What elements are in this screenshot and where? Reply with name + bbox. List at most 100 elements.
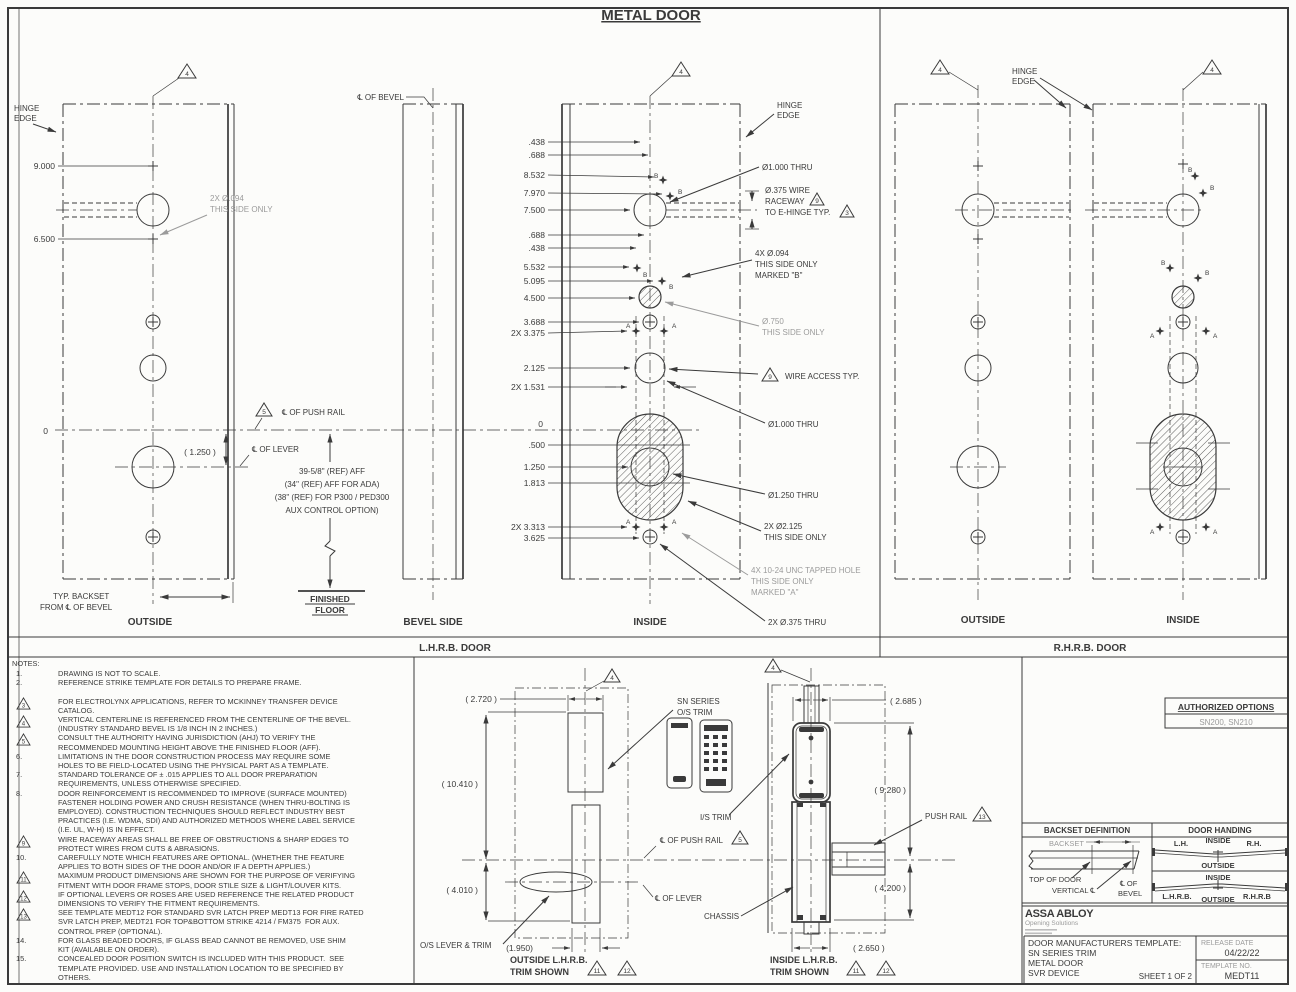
note-flag-icon: 9 xyxy=(16,834,31,847)
cl-of-bevel-label: ℄ OF BEVEL xyxy=(358,93,405,102)
note-text: STANDARD TOLERANCE OF ± .015 APPLIES TO … xyxy=(58,770,318,789)
note-text: DOOR REINFORCEMENT IS RECOMMENDED TO IMP… xyxy=(58,788,355,835)
note-text: VERTICAL CENTERLINE IS REFERENCED FROM T… xyxy=(58,715,351,734)
dim-label: ( 9.280 ) xyxy=(874,785,906,795)
note-item: 10. CAREFULLY NOTE WHICH FEATURES ARE OPT… xyxy=(12,853,414,871)
dim-label: 7.970 xyxy=(524,188,546,198)
flag-number: 4 xyxy=(185,71,189,78)
dim-label: ( 10.410 ) xyxy=(442,779,479,789)
note-text: CONSULT THE AUTHORITY HAVING JURISDICTIO… xyxy=(58,733,321,752)
note-text: MAXIMUM PRODUCT DIMENSIONS ARE SHOWN FOR… xyxy=(58,871,356,890)
aff-note: AUX CONTROL OPTION) xyxy=(285,506,378,515)
callout-label: MARKED "B" xyxy=(755,271,803,280)
dim-label: 0 xyxy=(538,419,543,429)
flag-number: 9 xyxy=(768,374,772,381)
note-text: SEE TEMPLATE MEDT12 FOR STANDARD SVR LAT… xyxy=(58,908,364,936)
note-text: FOR ELECTROLYNX APPLICATIONS, REFER TO M… xyxy=(58,696,338,715)
page-title: METAL DOOR xyxy=(601,7,701,24)
flag-number: 13 xyxy=(978,814,986,821)
note-flag-icon: 5 xyxy=(16,733,31,746)
push-rail-label: PUSH RAIL xyxy=(925,812,968,821)
note-flag-icon: 11 xyxy=(16,871,31,884)
svg-text:9: 9 xyxy=(22,841,26,847)
cl-lever-label: ℄ OF LEVER xyxy=(655,894,702,903)
note-text: LIMITATIONS IN THE DOOR CONSTRUCTION PRO… xyxy=(58,751,331,771)
flag-9-icon: 9 xyxy=(761,367,779,382)
dim-label: 2X 1.531 xyxy=(511,382,545,392)
note-item: 5 CONSULT THE AUTHORITY HAVING JURISDICTI… xyxy=(12,733,414,752)
callout-label: TO E-HINGE TYP. xyxy=(765,208,830,217)
trim-caption: INSIDE L.H.R.B. xyxy=(770,955,838,965)
template-line: METAL DOOR xyxy=(1028,958,1083,968)
hinge-edge-label: EDGE xyxy=(777,111,800,120)
rh-hinge-edge-label: HINGE EDGE xyxy=(1012,67,1093,111)
view-label-inside: INSIDE xyxy=(1166,615,1200,626)
datum-b: B xyxy=(654,173,658,180)
hole-note: 2X Ø.094 xyxy=(210,194,244,203)
rhrb-door-bar-label: R.H.R.B. DOOR xyxy=(1054,643,1128,654)
datum-a: A xyxy=(1150,529,1155,536)
flag-number: 4 xyxy=(679,69,683,76)
trim-caption: TRIM SHOWN xyxy=(770,967,829,977)
note-flag-icon: 3 xyxy=(16,696,31,709)
callout-label: 4X Ø.094 xyxy=(755,249,789,258)
os-lever-trim-label: O/S LEVER & TRIM xyxy=(420,941,492,950)
dim-label: (1.950) xyxy=(506,943,533,953)
typ-backset-label: TYP. BACKSET xyxy=(53,592,109,601)
handing-lhrb: L.H.R.B. xyxy=(1162,892,1191,901)
dim-label: 3.688 xyxy=(524,317,546,327)
note-number: 2. xyxy=(16,678,23,688)
handing-rh: R.H. xyxy=(1247,839,1262,848)
note-item: 7.STANDARD TOLERANCE OF ± .015 APPLIES T… xyxy=(12,770,414,788)
flag-number: 4 xyxy=(938,67,942,74)
note-item: 4 VERTICAL CENTERLINE IS REFERENCED FROM … xyxy=(12,715,414,733)
notes-header: NOTES: xyxy=(12,659,40,668)
view-label-outside: OUTSIDE xyxy=(961,615,1006,626)
note-text: REFERENCE STRIKE TEMPLATE FOR DETAILS TO… xyxy=(58,678,302,688)
svg-text:12: 12 xyxy=(20,897,27,903)
note-flag-icon: 12 xyxy=(16,889,31,903)
note-item: 14.FOR GLASS BEADED DOORS, IF GLASS BEAD… xyxy=(12,936,414,954)
template-title: DOOR MANUFACTURERS TEMPLATE: xyxy=(1028,938,1181,948)
dim-label: 7.500 xyxy=(524,205,546,215)
dim-label: .438 xyxy=(528,137,545,147)
cl-push-rail-label: ℄ OF PUSH RAIL xyxy=(660,836,723,845)
callout-label: Ø1.250 THRU xyxy=(768,491,819,500)
note-flag-icon: 4 xyxy=(16,715,31,728)
datum-a: A xyxy=(672,323,677,330)
view-bevel-side: ℄ OF BEVEL BEVEL SIDE xyxy=(358,88,464,628)
flag-number: 12 xyxy=(882,968,890,975)
hole-note: THIS SIDE ONLY xyxy=(210,205,273,214)
template-no-label: TEMPLATE NO. xyxy=(1201,963,1252,970)
flag-5-icon: 5 xyxy=(731,830,749,845)
note-number: 10. xyxy=(16,853,27,863)
callout-label: 4X 10-24 UNC TAPPED HOLE xyxy=(751,566,861,575)
handing-rhrb: R.H.R.B xyxy=(1243,892,1272,901)
view-inside-rhrb: 4 B B B B A A A A INSIDE xyxy=(1085,59,1267,626)
dim-label: ( 4.010 ) xyxy=(446,885,478,895)
sn-series-trim-drawing: SN SERIES O/S TRIM xyxy=(607,697,733,793)
note-number: 1. xyxy=(16,669,23,679)
backset-definition-header: BACKSET DEFINITION xyxy=(1044,826,1130,835)
note-number: 14. xyxy=(16,935,27,945)
note-number: 15. xyxy=(16,954,27,964)
hinge-edge-label: HINGE xyxy=(777,101,802,110)
backset-diagram: BACKSET TOP OF DOOR VERTICAL ℄ ℄ OF BEVE… xyxy=(1028,839,1142,898)
flag-number: 11 xyxy=(594,968,601,975)
note-item: 15.CONCEALED DOOR POSITION SWITCH IS INC… xyxy=(12,954,414,982)
view-label-bevel: BEVEL SIDE xyxy=(403,617,463,628)
flag-number: 4 xyxy=(1210,67,1214,74)
dim-label: ( 2.685 ) xyxy=(890,696,922,706)
svg-text:5: 5 xyxy=(22,740,26,746)
chassis-label: CHASSIS xyxy=(704,912,739,921)
callout-label: 2X Ø.375 THRU xyxy=(768,618,826,627)
note-item: 6.LIMITATIONS IN THE DOOR CONSTRUCTION P… xyxy=(12,752,414,770)
cl-lever-label: ℄ OF LEVER xyxy=(252,445,299,454)
flag-13-icon: 13 xyxy=(972,806,992,822)
sn-series-label: O/S TRIM xyxy=(677,708,713,717)
dim-label: ( 2.720 ) xyxy=(465,694,497,704)
note-text: CAREFULLY NOTE WHICH FEATURES ARE OPTION… xyxy=(58,853,345,872)
brand-tagline: Opening Solutions xyxy=(1025,920,1079,927)
